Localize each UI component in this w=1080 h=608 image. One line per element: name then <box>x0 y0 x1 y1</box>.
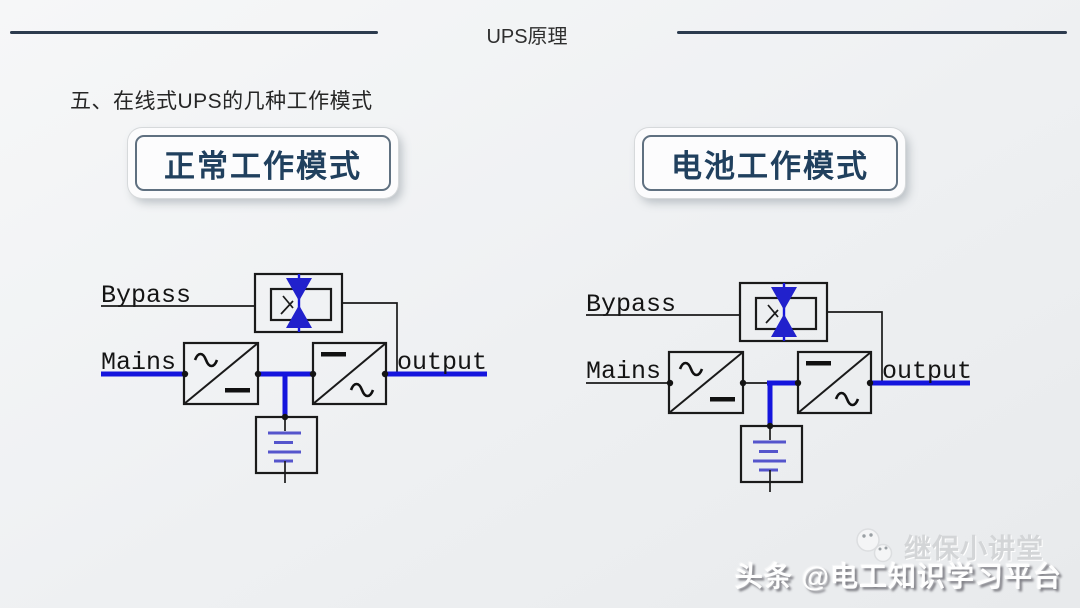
junction-dot <box>254 370 262 378</box>
junction-dot <box>281 413 289 421</box>
thyristor-down-icon <box>771 287 797 310</box>
thyristor-gate-line <box>765 309 779 324</box>
junction-dot <box>866 379 874 387</box>
mode-box-battery: 电池工作模式 <box>635 128 905 198</box>
ac-symbol-icon <box>834 391 860 407</box>
rectifier-diagonal <box>183 342 259 405</box>
output-label: output <box>882 357 972 386</box>
thyristor-gate-line <box>282 295 294 309</box>
battery <box>739 424 804 492</box>
thyristor-up-icon <box>286 305 312 328</box>
ac-symbol-icon <box>193 352 219 368</box>
dc-symbol-icon <box>806 361 831 366</box>
watermark-logo-icon <box>856 528 893 563</box>
battery <box>254 415 319 483</box>
junction-dot <box>766 422 774 430</box>
inverter <box>311 341 388 406</box>
thyristor-gate-line <box>767 304 779 318</box>
dc-symbol-icon <box>710 397 735 402</box>
static-switch <box>253 272 344 334</box>
battery-box <box>739 424 804 484</box>
junction-dot <box>309 370 317 378</box>
dc-symbol-icon <box>321 352 346 357</box>
thyristor-down-icon <box>286 278 312 301</box>
inverter <box>796 350 873 415</box>
static-switch <box>738 281 829 343</box>
junction-dot <box>381 370 389 378</box>
watermark-text: 继保小讲堂 <box>904 534 1044 564</box>
header-rule-right <box>677 31 1067 34</box>
battery-cell-icon <box>268 431 301 463</box>
rectifier <box>667 350 745 415</box>
mode-label-normal: 正常工作模式 <box>164 148 362 184</box>
watermark: 继保小讲堂 <box>852 527 1044 571</box>
section-heading: 五、在线式UPS的几种工作模式 <box>70 90 373 113</box>
thyristor-up-icon <box>771 314 797 337</box>
mode-label-battery: 电池工作模式 <box>671 148 869 184</box>
battery-cell-icon <box>753 440 786 472</box>
junction-dot <box>794 379 802 387</box>
mode-box-normal: 正常工作模式 <box>128 128 398 198</box>
mode-box-frame: 电池工作模式 <box>642 135 898 191</box>
rectifier-diagonal <box>668 351 744 414</box>
platform-credit: 头条 @电工知识学习平台 <box>734 561 1062 592</box>
junction-dot <box>666 379 674 387</box>
circuit-diagram-battery-mode: Bypass Mains <box>586 281 972 492</box>
output-label: output <box>397 348 487 377</box>
circuit-diagram-normal-mode: Bypass Mains <box>101 272 487 483</box>
junction-dot <box>739 379 747 387</box>
bypass-output-connector <box>827 311 883 383</box>
mode-box-frame: 正常工作模式 <box>135 135 391 191</box>
mains-label: Mains <box>586 357 661 386</box>
ac-symbol-icon <box>678 361 704 377</box>
thyristor-gate-line <box>280 300 294 315</box>
rectifier <box>182 341 260 406</box>
battery-box <box>254 415 319 475</box>
slide-title: UPS原理 <box>486 26 568 48</box>
inverter-diagonal <box>312 342 387 405</box>
inverter-diagonal <box>797 351 872 414</box>
ac-symbol-icon <box>349 382 375 398</box>
dc-symbol-icon <box>225 388 250 393</box>
junction-dot <box>181 370 189 378</box>
header-rule-left <box>10 31 378 34</box>
bypass-output-connector <box>342 302 398 374</box>
